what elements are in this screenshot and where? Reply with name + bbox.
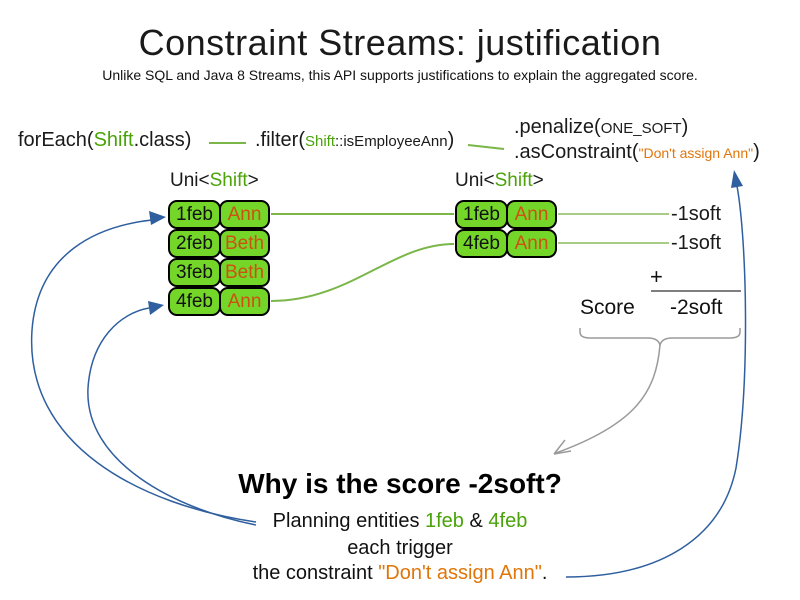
total-score: -2soft	[670, 296, 723, 319]
shift-employee: Ann	[506, 200, 557, 229]
shift-date: 3feb	[168, 258, 221, 287]
asconstraint-pre: .asConstraint(	[514, 141, 639, 163]
shift-row-1feb: 1feb Ann	[168, 200, 270, 229]
why-line-2: each trigger	[347, 537, 453, 559]
page-title: Constraint Streams: justification	[138, 22, 662, 63]
asconstraint-arg: "Don't assign Ann"	[638, 145, 754, 161]
explain-to-4feb-arrowhead	[148, 301, 164, 315]
filter-post: )	[447, 129, 455, 151]
shift-row-2feb: 2feb Beth	[168, 229, 270, 258]
match-score-1: -1soft	[671, 203, 722, 225]
page-subtitle: Unlike SQL and Java 8 Streams, this API …	[102, 67, 698, 83]
penalize-post: )	[681, 116, 689, 138]
why-heading: Why is the score -2soft?	[238, 468, 562, 499]
pipeline-link-line-2	[467, 144, 505, 150]
code-penalize: .penalize(ONE_SOFT)	[514, 116, 688, 139]
shift-employee: Beth	[219, 229, 270, 258]
match-score-2: -1soft	[671, 232, 722, 254]
penalize-arg: ONE_SOFT	[600, 120, 682, 137]
shift-employee: Ann	[506, 229, 557, 258]
foreach-type: Shift	[93, 129, 134, 151]
brace-to-explanation-arrow	[555, 344, 661, 454]
foreach-post: .class)	[133, 129, 192, 151]
plus-sign: +	[650, 264, 663, 289]
explain-to-1feb-arrowhead	[149, 211, 166, 225]
code-foreach: forEach(Shift.class)	[18, 129, 191, 152]
filtered-row-1feb: 1feb Ann	[455, 200, 557, 229]
filter-method: ::isEmployeeAnn	[335, 133, 448, 150]
shift-employee: Beth	[219, 258, 270, 287]
filter-pre: .filter(	[255, 129, 305, 151]
entity-4feb: 4feb	[488, 510, 528, 532]
shift-employee: Ann	[219, 287, 270, 316]
score-brace	[579, 328, 741, 348]
foreach-pre: forEach(	[18, 129, 94, 151]
shift-row-4feb: 4feb Ann	[168, 287, 270, 316]
penalize-pre: .penalize(	[514, 116, 601, 138]
left-stream: 1feb Ann 2feb Beth 3feb Beth 4feb Ann	[168, 200, 270, 316]
constraint-name: "Don't assign Ann"	[378, 562, 542, 584]
shift-row-3feb: 3feb Beth	[168, 258, 270, 287]
stream-link-4feb-curve	[270, 243, 455, 302]
score-label: Score	[580, 296, 635, 319]
shift-date: 1feb	[168, 200, 221, 229]
code-asconstraint: .asConstraint("Don't assign Ann")	[514, 141, 760, 164]
asconstraint-post: )	[753, 141, 760, 163]
brace-arrowhead	[553, 439, 572, 455]
right-stream: 1feb Ann 4feb Ann	[455, 200, 557, 258]
code-filter: .filter(Shift::isEmployeeAnn)	[255, 129, 454, 152]
shift-date: 4feb	[168, 287, 221, 316]
why-line-3: the constraint "Don't assign Ann".	[252, 562, 548, 584]
shift-employee: Ann	[219, 200, 270, 229]
why-line-1: Planning entities 1feb & 4feb	[272, 510, 528, 532]
constraint-to-code-arrowhead	[731, 170, 743, 188]
shift-date: 4feb	[455, 229, 508, 258]
right-stream-type-label: Uni<Shift>	[455, 170, 544, 191]
filter-type: Shift	[305, 133, 336, 150]
left-stream-type-label: Uni<Shift>	[170, 170, 259, 191]
filtered-row-4feb: 4feb Ann	[455, 229, 557, 258]
shift-date: 2feb	[168, 229, 221, 258]
entity-1feb: 1feb	[425, 510, 464, 532]
shift-date: 1feb	[455, 200, 508, 229]
